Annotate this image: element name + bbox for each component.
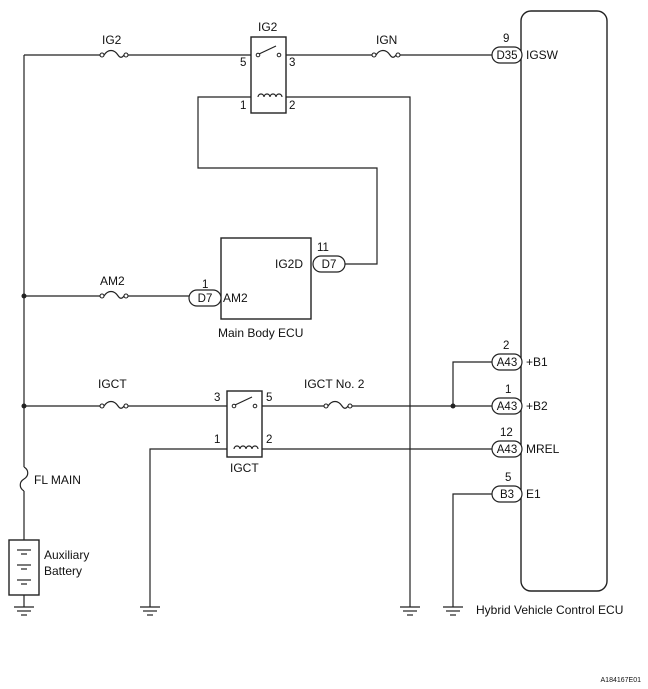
b2-pin: 1 [505,384,511,396]
igct-no2-fuse-label: IGCT No. 2 [304,377,365,391]
ground-symbol [14,606,34,616]
fl-main-link-symbol [19,466,29,492]
igct-relay: IGCT 3 5 1 2 [214,390,272,475]
b3-connector-label: B3 [500,489,514,501]
ig2-fuse: IG2 [99,33,129,58]
ig2-fuse-label: IG2 [102,33,122,47]
hv-control-ecu: Hybrid Vehicle Control ECU [476,10,623,617]
a43-connector-mrel-label: A43 [497,444,517,456]
am2-pin: 1 [202,279,208,291]
ig2-coil-ground-wire [286,96,411,607]
ground-symbol [400,606,420,616]
b1-pin: 2 [503,340,509,352]
a43-connector-b2 [491,397,523,415]
a43-connector-mrel [491,440,523,458]
a43-connector-b1-label: A43 [497,357,517,369]
ig2-relay-label: IG2 [258,20,278,34]
ground-symbol [140,606,160,616]
hv-control-ecu-label: Hybrid Vehicle Control ECU [476,603,623,617]
e1-signal-label: E1 [526,487,541,501]
igct-no2-fuse: IGCT No. 2 [304,377,365,409]
e1-pin: 5 [505,472,511,484]
main-body-ecu-label: Main Body ECU [218,326,303,340]
hv-terminal-mrel: 12 A43 MREL [491,427,560,458]
figure-id: A184167E01 [601,677,642,684]
battery-box [8,539,40,596]
mrel-signal-label: MREL [526,442,560,456]
ig2-relay: IG2 5 3 1 2 [240,20,295,114]
battery-label-line1: Auxiliary [44,548,89,562]
igct-relay-pin-3: 3 [214,392,220,404]
a43-connector-b2-label: A43 [497,401,517,413]
ig2d-pin: 11 [317,242,329,254]
ig2d-control-wire [197,96,378,265]
hv-terminal-b1: 2 A43 +B1 [491,340,548,371]
am2-fuse-label: AM2 [100,274,125,288]
battery-label-line2: Battery [44,564,82,578]
hv-terminal-e1: 5 B3 E1 [491,472,541,503]
ig2-relay-pin-1: 1 [240,100,246,112]
igsw-signal-label: IGSW [526,48,559,62]
a43-connector-b1 [491,353,523,371]
igsw-pin: 9 [503,33,509,45]
ig2-relay-coil [257,93,283,98]
d7-connector-ig2d-label: D7 [322,259,337,271]
hv-control-ecu-box [520,10,608,592]
igct-relay-pin-2: 2 [266,434,272,446]
igct-coil-ground-wire [149,448,227,607]
ig2-relay-switch [258,45,277,55]
ig2-relay-pin-2: 2 [289,100,295,112]
fl-main-label: FL MAIN [34,473,81,487]
d7-connector-ig2d [312,255,346,273]
b1-wire [452,361,492,406]
b1-signal-label: +B1 [526,355,548,369]
igct-relay-switch [234,396,253,406]
am2-fuse: AM2 [99,274,129,299]
igct-fuse: IGCT [98,377,129,409]
d7-connector-am2-label: D7 [198,293,213,305]
ig2-relay-box [250,36,287,114]
fl-main-fusible-link: FL MAIN [19,466,81,492]
main-body-ecu: Main Body ECU IG2D 11 D7 1 D7 AM2 [188,237,346,340]
e1-ground-wire [452,493,492,607]
d35-connector-label: D35 [496,50,517,62]
igct-relay-coil [233,445,259,450]
d35-connector [491,46,523,64]
d7-connector-am2 [188,289,222,307]
am2-signal-label: AM2 [223,291,248,305]
igct-fuse-label: IGCT [98,377,127,391]
mrel-pin: 12 [500,427,513,439]
igct-relay-label: IGCT [230,461,259,475]
ig2-relay-pin-5: 5 [240,57,246,69]
auxiliary-battery: Auxiliary Battery [8,539,89,596]
main-body-ecu-box [220,237,312,320]
hv-terminal-b2: 1 A43 +B2 [491,384,548,415]
igct-relay-pin-1: 1 [214,434,220,446]
b2-signal-label: +B2 [526,399,548,413]
igct-relay-pin-5: 5 [266,392,272,404]
ign-fuse: IGN [371,33,401,58]
ground-symbol [443,606,463,616]
hv-terminal-igsw: 9 D35 IGSW [491,33,559,64]
ig2-relay-pin-3: 3 [289,57,295,69]
ig2d-signal-label: IG2D [275,257,303,271]
ign-fuse-label: IGN [376,33,397,47]
